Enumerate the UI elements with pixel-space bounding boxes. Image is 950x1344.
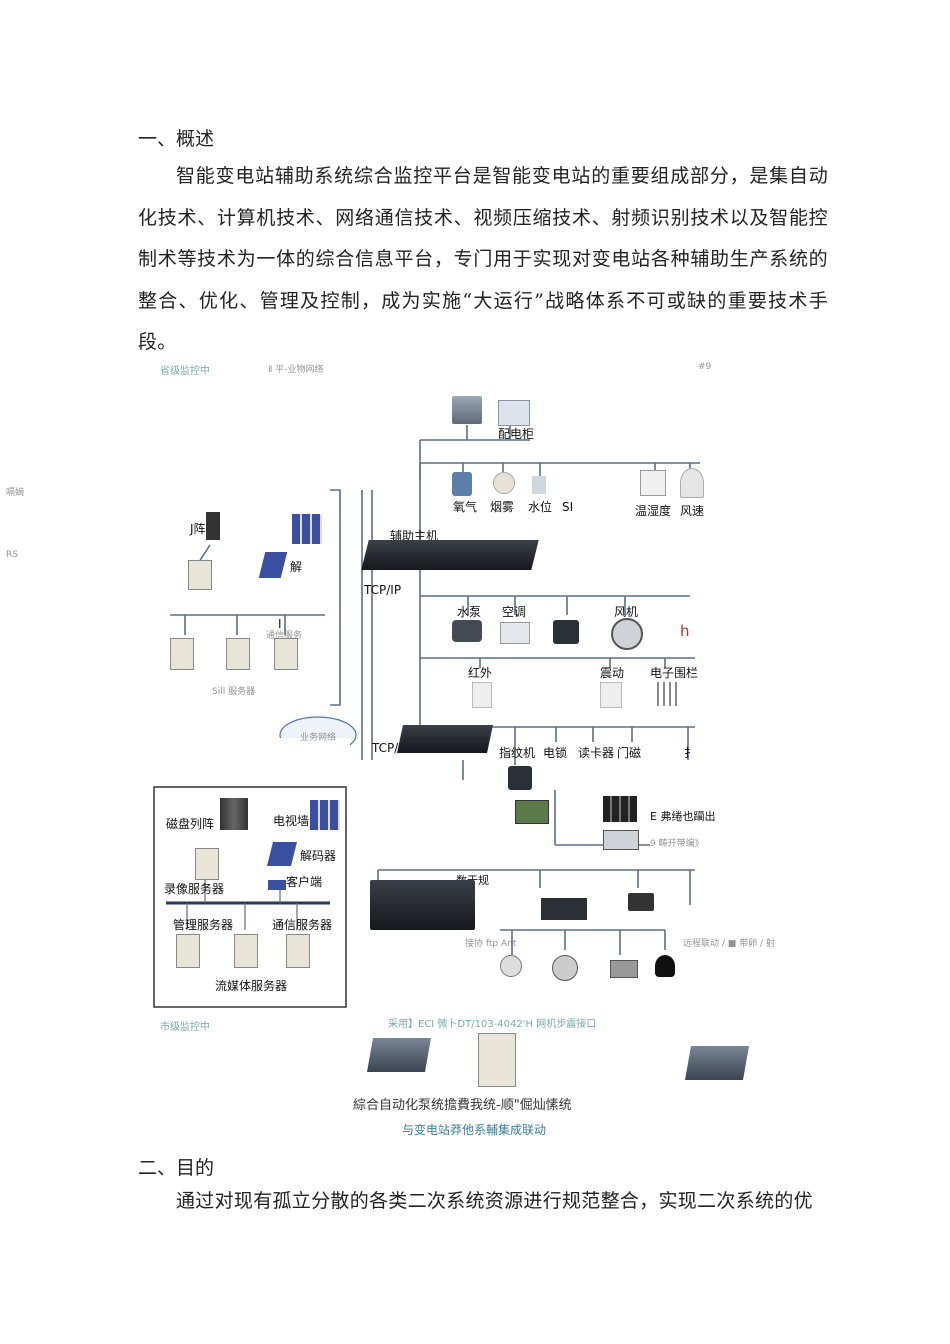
network-server-icon [685, 1046, 749, 1080]
ul-server-icon-4 [274, 638, 298, 670]
link-label-2: 远程联动 / ■ 带卵 / 射 [683, 939, 775, 949]
ll-client-label: 客户端 [286, 875, 323, 889]
box-camera-icon [610, 960, 638, 978]
ll-tv-wall-icon [310, 800, 340, 830]
aux-host-label: 辅助主机 [390, 529, 439, 543]
fingerprint-icon [508, 766, 532, 790]
interface-label: 采用】ECI 微卜DT/103-4042'H 网机步震接口 [388, 1019, 597, 1030]
vibration-icon [600, 682, 622, 708]
hvac-label-h: h [680, 622, 690, 640]
municipal-center-label: 市级监控中 [160, 1022, 210, 1033]
sensor-label-smoke: 烟雾 [490, 500, 515, 514]
access-label-reader: 读卡器 [578, 746, 615, 760]
ll-mgmt-label: 管理服务器 [173, 918, 234, 932]
relay-label-2: 9 畴开带编》 [650, 839, 704, 849]
security-label-vibration: 震动 [600, 666, 625, 680]
ul-comm-label: 通信服务 [266, 631, 303, 641]
distribution-cabinet-icon [498, 400, 530, 426]
ac-icon [500, 622, 530, 644]
ul-server-icon-3 [226, 638, 250, 670]
pump-icon [452, 620, 482, 642]
distribution-cabinet-label: 配电柜 [498, 427, 535, 441]
ll-mgmt-server-icon [176, 934, 200, 968]
sound-sensor-icon [541, 898, 587, 920]
figure-caption-line2: 与变电站莽他系輔集成联动 [402, 1123, 547, 1137]
figure-caption-line1: 綜合自动化泵统擔費我统-顺"倔灿愫统 [353, 1098, 572, 1113]
network-top-label: Ⅱ 平-业物网络 [268, 365, 324, 375]
left-edge-mark-b: RS [6, 550, 18, 560]
ul-array-label: J阵 [190, 522, 206, 536]
ll-record-server-icon [195, 848, 219, 880]
ll-record-label: 录像服务器 [164, 882, 225, 896]
business-network-label: 业务网络 [300, 733, 337, 743]
ll-disk-array-icon [220, 798, 248, 830]
security-label-ir: 红外 [468, 666, 493, 680]
integration-server-icon [367, 1038, 431, 1072]
ll-tv-label: 电视墙 [273, 814, 310, 828]
relay-board-icon [515, 800, 549, 824]
tcpip-label: TCP/IP [364, 583, 402, 597]
sensor-label-water: 水位 [528, 500, 553, 514]
section-1-heading: 一、概述 [138, 128, 215, 150]
access-label-fingerprint: 指纹机 [499, 746, 536, 760]
ul-server-label: I [278, 617, 282, 631]
hvac-label-ac: 空调 [502, 605, 527, 619]
ul-sill-label: Sill 服务器 [212, 687, 256, 697]
speed-dome-icon [655, 955, 675, 977]
integration-tower-icon [478, 1033, 516, 1087]
tcpip-label-2: TCP/ [372, 741, 399, 755]
transformer-icon [452, 396, 482, 424]
env-label-wind: 风速 [680, 504, 705, 518]
corner-mark: #9 [698, 362, 712, 372]
oxygen-sensor-icon [452, 472, 472, 496]
section-1-paragraph: 智能变电站辅助系统综合监控平台是智能变电站的重要组成部分，是集自动化技术、计算机… [138, 165, 828, 353]
hvac-label-fan: 风机 [614, 605, 639, 619]
aux-host-icon [361, 540, 539, 570]
security-label-fence: 电子围栏 [650, 666, 699, 680]
dome-camera-2-icon [552, 955, 578, 981]
water-sensor-icon [532, 476, 546, 494]
relay-label: E 弗绻也躏出 [650, 810, 716, 823]
ll-client-icon [268, 880, 286, 890]
ll-disk-label: 磁盘列阵 [166, 817, 215, 831]
ul-array-icon [206, 512, 220, 540]
section-2-heading: 二、目的 [138, 1157, 215, 1179]
ll-comm-server-icon [286, 934, 310, 968]
hvac-label-pump: 水泵 [457, 605, 482, 619]
ul-server-icon-1 [188, 560, 212, 590]
ll-stream-label: 流媒体服务器 [215, 979, 288, 993]
ul-tv-wall-icon [292, 514, 322, 544]
ul-server-icon-2 [170, 638, 194, 670]
dome-camera-1-icon [500, 955, 522, 977]
access-label-door: 门磁 [617, 746, 642, 760]
fence-icon [657, 682, 681, 706]
provincial-center-label: 省级监控中 [160, 366, 210, 377]
section-2-paragraph: 通过对现有孤立分散的各类二次系统资源进行规范整合，实现二次系统的优 [176, 1190, 813, 1212]
ll-comm-label: 通信服务器 [272, 918, 333, 932]
anemometer-icon [680, 468, 704, 498]
sensor-label-si: SI [562, 500, 574, 514]
ul-decoder-label: 解 [290, 560, 303, 574]
video-host-icon [370, 880, 475, 930]
ll-stream-server-icon [234, 934, 258, 968]
infrared-icon [472, 682, 492, 708]
relay-module-icon [603, 796, 637, 822]
fan-icon [611, 618, 643, 650]
access-label-more: 扌 [684, 746, 697, 760]
temp-humidity-icon [640, 470, 666, 496]
sensor-label-oxygen: 氧气 [453, 500, 478, 514]
access-label-lock: 电锁 [543, 746, 568, 760]
ll-decoder-label: 解码器 [300, 849, 337, 863]
link-label-1: 接协 ftp Ant [465, 939, 517, 949]
controller-icon [553, 620, 579, 644]
access-host-icon [397, 725, 493, 753]
bullet-camera-icon [628, 893, 654, 911]
left-edge-mark-a: 嗝嫡 [6, 488, 25, 498]
smoke-sensor-icon [493, 472, 515, 494]
relay-module-2-icon [603, 830, 639, 850]
env-label-temp: 温湿度 [635, 504, 672, 518]
